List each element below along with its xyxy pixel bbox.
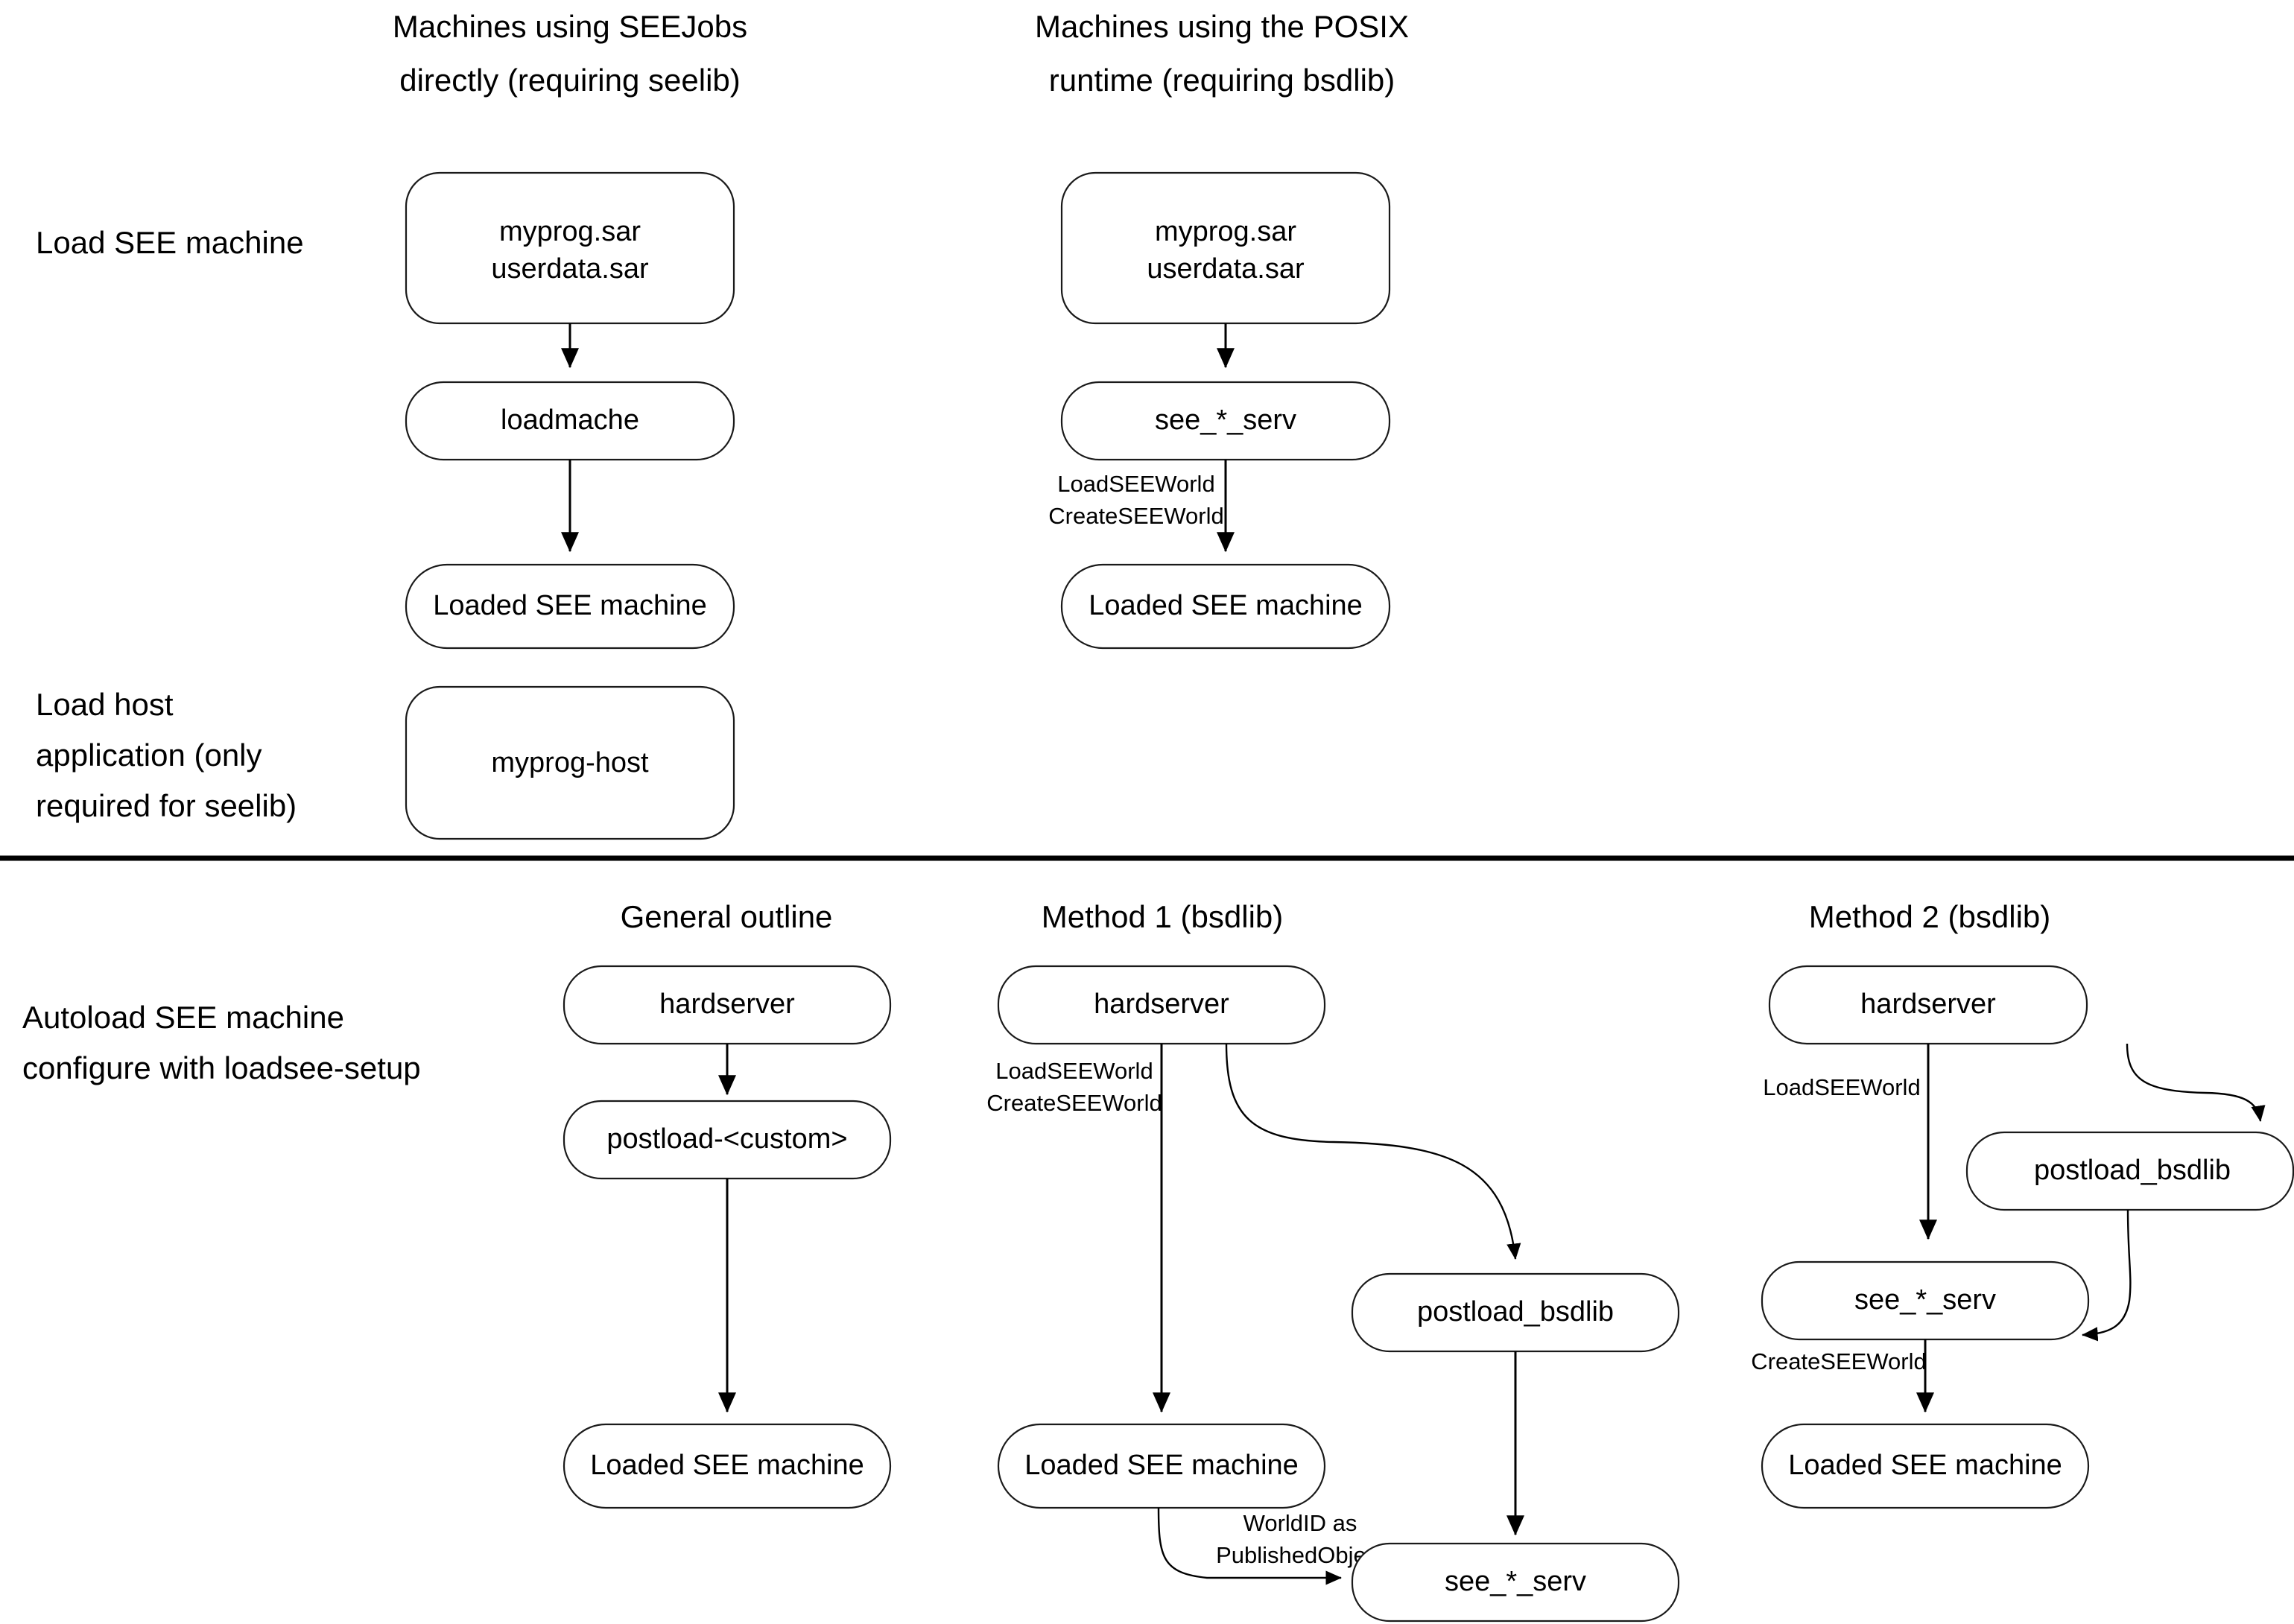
node-seejobs-loaded-see-machine: Loaded SEE machine bbox=[405, 563, 735, 650]
row-label-autoload-line1: Autoload SEE machine bbox=[22, 1000, 344, 1035]
node-seejobs-myprog-host: myprog-host bbox=[405, 685, 735, 840]
edge-label-m1-worldid: WorldID as PublishedObject bbox=[1216, 1510, 1384, 1568]
node-seejobs-sar: myprog.sar userdata.sar bbox=[405, 171, 735, 325]
row-label-load-host-line3: required for seelib) bbox=[36, 788, 297, 823]
column-title-seejobs-line2: directly (requiring seelib) bbox=[399, 63, 741, 98]
column-title-method-1: Method 1 (bsdlib) bbox=[1042, 899, 1284, 934]
edge-label-m1-load-create: LoadSEEWorld CreateSEEWorld bbox=[986, 1058, 1162, 1116]
node-m2-postload-shape bbox=[1965, 1131, 2294, 1211]
node-posix-sar-line1: myprog.sar bbox=[1155, 216, 1296, 247]
node-m2-hardserver: hardserver bbox=[1768, 965, 2088, 1045]
node-seejobs-loaded-label: Loaded SEE machine bbox=[433, 590, 707, 621]
column-title-method-2: Method 2 (bsdlib) bbox=[1809, 899, 2051, 934]
edge-label-m1-line2: CreateSEEWorld bbox=[986, 1090, 1162, 1116]
row-label-autoload-see-machine: Autoload SEE machine configure with load… bbox=[22, 1000, 421, 1085]
node-m1-serv-shape bbox=[1351, 1542, 1680, 1623]
node-general-loaded-shape bbox=[563, 1423, 892, 1509]
node-m1-serv-label: see_*_serv bbox=[1445, 1566, 1586, 1597]
edge-m2-hardserver-to-postload bbox=[2126, 1043, 2266, 1122]
node-m1-hardserver-label: hardserver bbox=[1094, 989, 1229, 1020]
node-m1-loaded-shape bbox=[997, 1423, 1326, 1509]
column-title-posix-line2: runtime (requiring bsdlib) bbox=[1049, 63, 1395, 98]
bottom-column-titles: General outline Method 1 (bsdlib) Method… bbox=[621, 899, 2051, 934]
edge-label-m2-createseeworld: CreateSEEWorld bbox=[1751, 1348, 1926, 1374]
top-column-titles: Machines using SEEJobs directly (requiri… bbox=[393, 9, 1409, 98]
edge-m2-postload-to-serv bbox=[2082, 1209, 2132, 1342]
node-m2-serv-label: see_*_serv bbox=[1854, 1284, 1996, 1316]
node-seejobs-sar-shape bbox=[405, 171, 735, 325]
node-m1-see-serv: see_*_serv bbox=[1351, 1542, 1680, 1623]
edge-m1-loaded-to-serv bbox=[1157, 1507, 1342, 1585]
edge-label-m1-worldid-line1: WorldID as bbox=[1243, 1510, 1357, 1536]
node-m2-see-serv: see_*_serv bbox=[1761, 1260, 2090, 1341]
edge-label-posix-load-create: LoadSEEWorld CreateSEEWorld bbox=[1048, 471, 1223, 529]
node-m1-hardserver: hardserver bbox=[997, 965, 1326, 1045]
node-seejobs-loadmache-label: loadmache bbox=[501, 405, 639, 436]
row-label-autoload-line2: configure with loadsee-setup bbox=[22, 1050, 421, 1085]
node-general-loaded-label: Loaded SEE machine bbox=[590, 1450, 864, 1481]
node-posix-sar: myprog.sar userdata.sar bbox=[1060, 171, 1391, 325]
node-m2-loaded-label: Loaded SEE machine bbox=[1788, 1450, 2062, 1481]
row-label-load-host-application: Load host application (only required for… bbox=[36, 687, 297, 823]
node-posix-see-serv: see_*_serv bbox=[1060, 381, 1391, 461]
node-general-postload-custom: postload-<custom> bbox=[563, 1100, 892, 1180]
node-m1-loaded-see-machine: Loaded SEE machine bbox=[997, 1423, 1326, 1509]
edge-m1-hardserver-to-postload bbox=[1225, 1043, 1521, 1260]
node-m2-postload-label: postload_bsdlib bbox=[2034, 1155, 2231, 1186]
column-title-posix-line1: Machines using the POSIX bbox=[1035, 9, 1409, 44]
node-m2-hardserver-label: hardserver bbox=[1860, 989, 1996, 1020]
node-m2-loaded-see-machine: Loaded SEE machine bbox=[1761, 1423, 2090, 1509]
node-posix-sar-line2: userdata.sar bbox=[1147, 253, 1305, 285]
edge-label-m1-line1: LoadSEEWorld bbox=[995, 1058, 1153, 1084]
node-general-hardserver: hardserver bbox=[563, 965, 892, 1045]
column-title-seejobs-line1: Machines using SEEJobs bbox=[393, 9, 747, 44]
node-m1-postload-bsdlib: postload_bsdlib bbox=[1351, 1272, 1680, 1353]
node-seejobs-sar-line2: userdata.sar bbox=[491, 253, 649, 285]
node-seejobs-sar-line1: myprog.sar bbox=[499, 216, 641, 247]
node-general-hardserver-label: hardserver bbox=[659, 989, 795, 1020]
node-posix-loaded-shape bbox=[1060, 563, 1391, 650]
node-posix-sar-shape bbox=[1060, 171, 1391, 325]
column-title-general-outline: General outline bbox=[621, 899, 833, 934]
row-label-load-see-machine: Load SEE machine bbox=[36, 225, 304, 260]
row-label-load-host-line2: application (only bbox=[36, 738, 262, 773]
row-label-load-host-line1: Load host bbox=[36, 687, 174, 722]
node-general-postload-label: postload-<custom> bbox=[606, 1123, 847, 1155]
node-general-loaded-see-machine: Loaded SEE machine bbox=[563, 1423, 892, 1509]
node-m1-postload-label: postload_bsdlib bbox=[1417, 1296, 1614, 1328]
edge-label-m2-loadseeworld: LoadSEEWorld bbox=[1763, 1074, 1920, 1100]
node-seejobs-host-label: myprog-host bbox=[491, 747, 649, 778]
edge-label-posix-line2: CreateSEEWorld bbox=[1048, 503, 1223, 529]
node-m2-loaded-shape bbox=[1761, 1423, 2090, 1509]
node-m2-postload-bsdlib: postload_bsdlib bbox=[1965, 1131, 2294, 1211]
row-label-load-see-machine-line1: Load SEE machine bbox=[36, 225, 304, 260]
node-m1-loaded-label: Loaded SEE machine bbox=[1024, 1450, 1299, 1481]
node-seejobs-loaded-shape bbox=[405, 563, 735, 650]
node-posix-loaded-see-machine: Loaded SEE machine bbox=[1060, 563, 1391, 650]
edge-label-posix-line1: LoadSEEWorld bbox=[1057, 471, 1214, 497]
node-posix-serv-label: see_*_serv bbox=[1155, 405, 1296, 436]
node-posix-loaded-label: Loaded SEE machine bbox=[1089, 590, 1363, 621]
node-seejobs-loadmache: loadmache bbox=[405, 381, 735, 461]
node-seejobs-host-shape bbox=[405, 685, 735, 840]
